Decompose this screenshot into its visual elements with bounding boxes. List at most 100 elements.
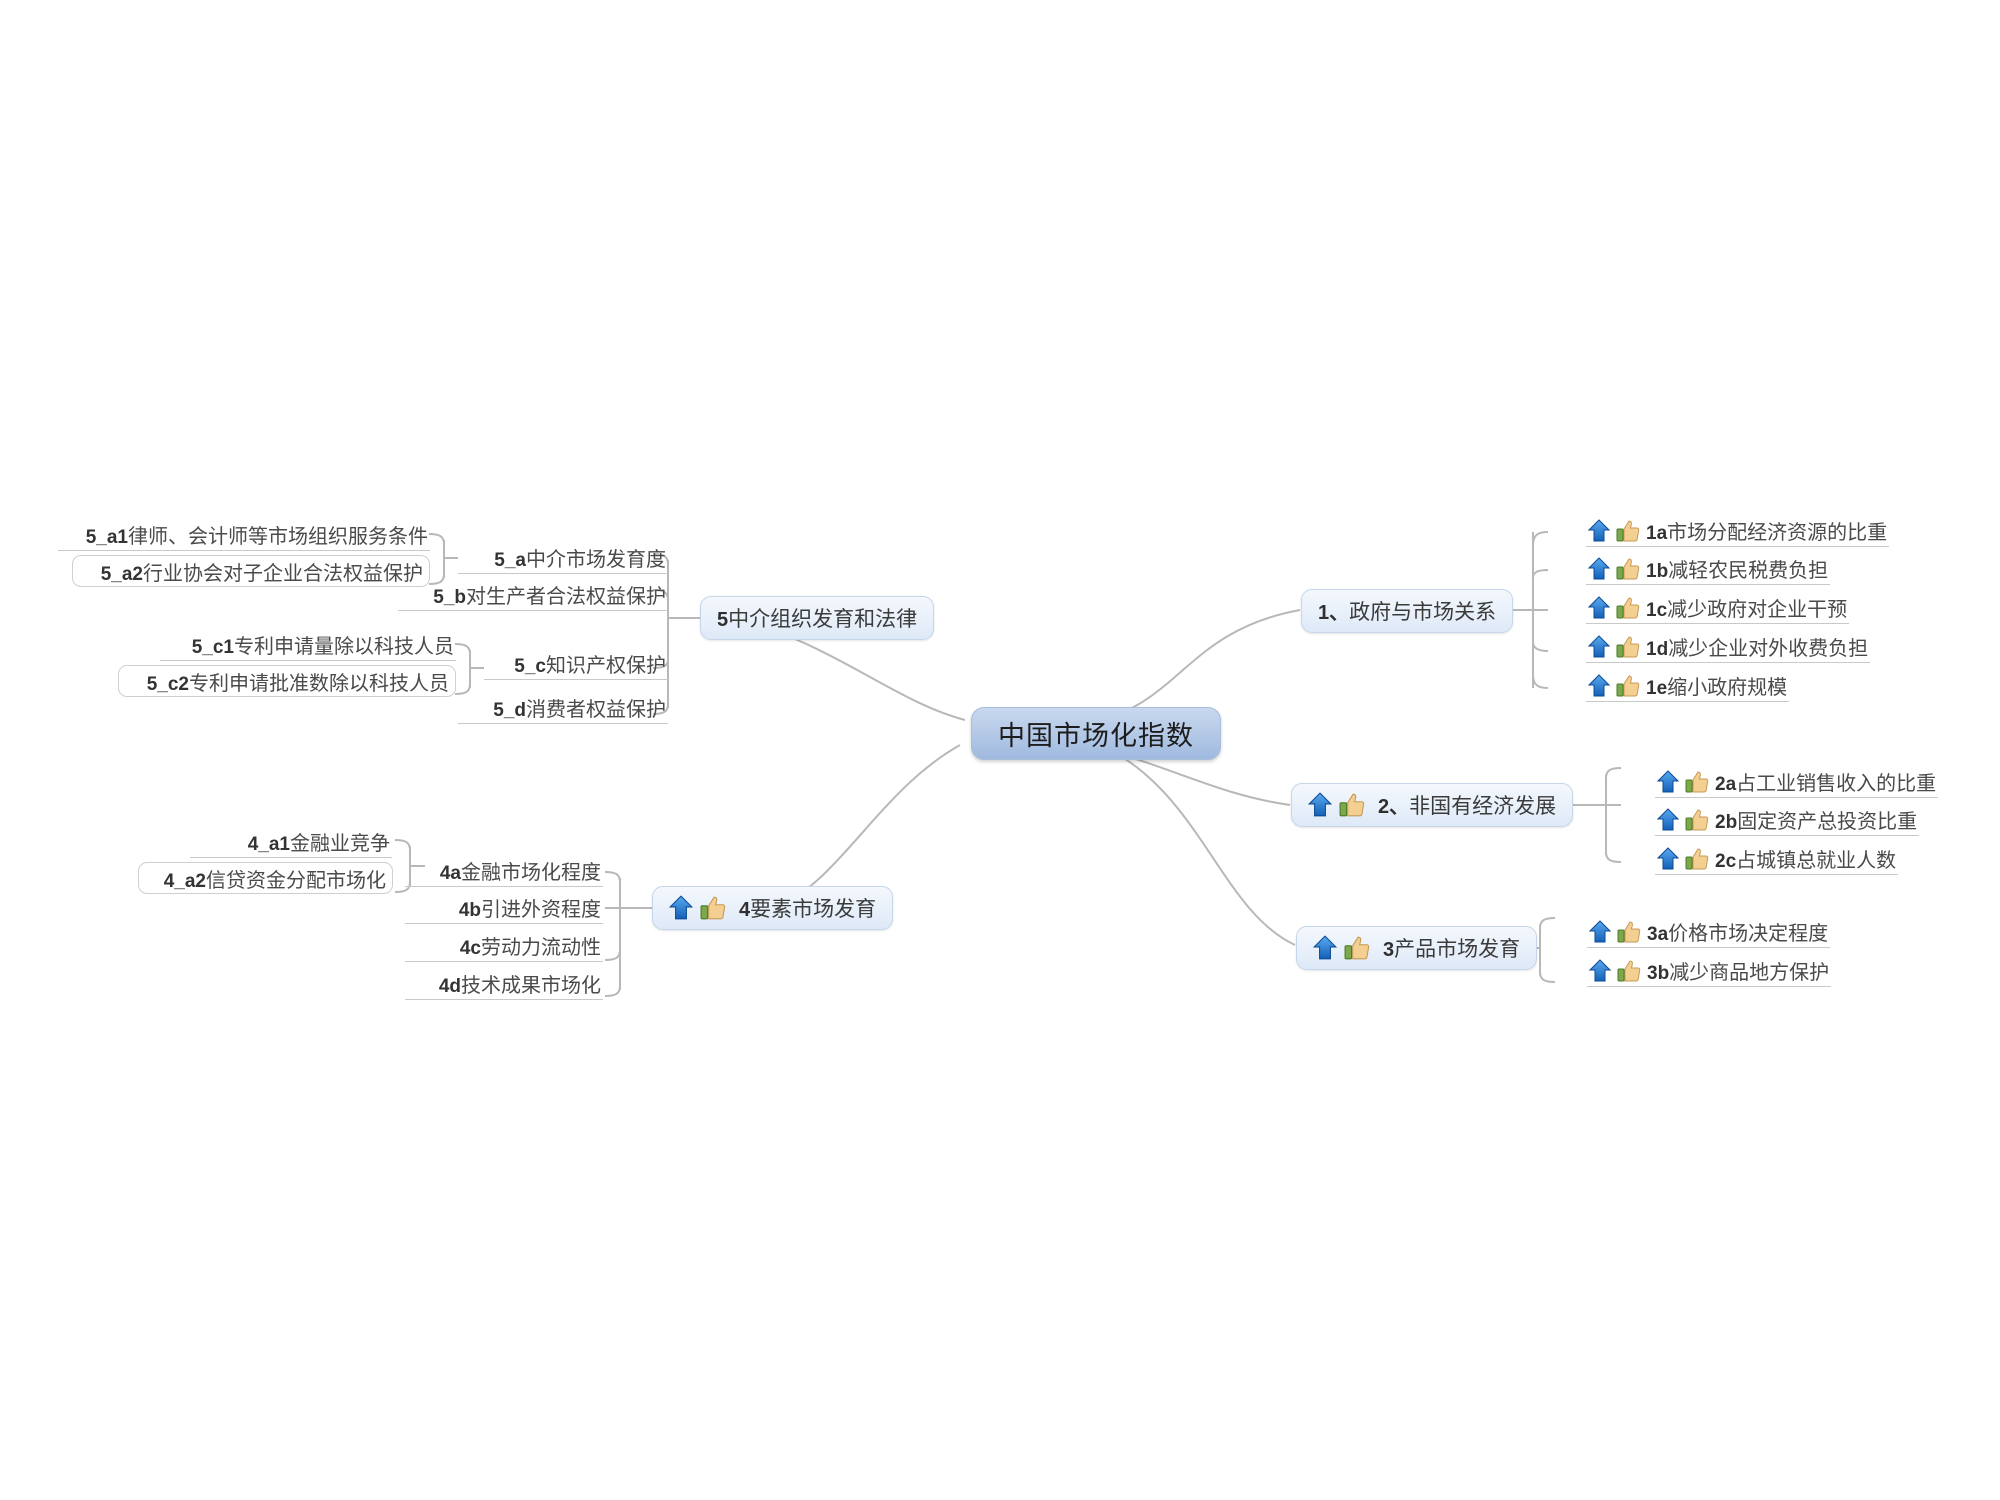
branch-node-5[interactable]: 5中介组织发育和法律 [700,596,935,640]
leaf-4d[interactable]: 4d技术成果市场化 [405,970,603,1000]
leaf-4a-label: 4a金融市场化程度 [439,860,601,884]
link-5a-c1 [428,533,445,545]
link-root-b4 [779,744,961,906]
link-b1-c2 [1532,569,1549,579]
blue-up-arrow-icon [1313,935,1337,961]
branch-1-text: 政府与市场关系 [1349,600,1497,624]
root-node[interactable]: 中国市场化指数 [971,707,1221,760]
leaf-1c[interactable]: 1c减少政府对企业干预 [1586,594,1850,624]
leaf-5-c[interactable]: 5_c知识产权保护 [484,650,668,680]
leaf-5-b-label: 5_b对生产者合法权益保护 [433,584,666,608]
link-b3-c2 [1539,971,1556,983]
leaf-1e[interactable]: 1e缩小政府规模 [1586,672,1790,702]
leaf-2b[interactable]: 2b固定资产总投资比重 [1655,806,1920,836]
leaf-5-b[interactable]: 5_b对生产者合法权益保护 [398,581,668,611]
leaf-5-c2-label: 5_c2专利申请批准数除以科技人员 [146,670,449,695]
leaf-2b-label: 2b固定资产总投资比重 [1715,809,1918,833]
thumbs-up-icon [1339,792,1365,818]
leaf-5-a[interactable]: 5_a中介市场发育度 [458,544,668,574]
root-label: 中国市场化指数 [998,721,1194,752]
blue-up-arrow-icon [1588,673,1610,698]
leaf-5-a-label: 5_a中介市场发育度 [494,547,666,571]
leaf-2c-label: 2c占城镇总就业人数 [1715,848,1897,872]
branch-2-label: 2、非国有经济发展 [1378,790,1556,820]
branch-node-4[interactable]: 4要素市场发育 [652,886,894,930]
leaf-4-a1-label: 4_a1金融业竞争 [247,831,390,855]
thumbs-up-icon [1617,959,1641,983]
blue-up-arrow-icon [1588,634,1610,659]
link-b4-c1 [604,871,621,883]
thumbs-up-icon [1616,557,1640,581]
leaf-4c[interactable]: 4c劳动力流动性 [405,932,603,962]
thumbs-up-icon [1616,596,1640,620]
link-b1-c4 [1532,641,1549,652]
leaf-1e-label: 1e缩小政府规模 [1646,675,1788,699]
branch-5-text: 中介组织发育和法律 [728,607,918,631]
blue-up-arrow-icon [1588,556,1610,581]
thumbs-up-icon [700,895,726,921]
blue-up-arrow-icon [1657,769,1679,794]
leaf-5-d-label: 5_d消费者权益保护 [493,697,666,721]
link-b4-c4 [604,985,621,997]
branch-4-text: 要素市场发育 [750,897,877,921]
branch-5-num: 5 [717,609,729,631]
branch-4-num: 4 [739,899,751,921]
leaf-3a[interactable]: 3a价格市场决定程度 [1587,918,1831,948]
leaf-1d[interactable]: 1d减少企业对外收费负担 [1586,633,1871,663]
leaf-2a-label: 2a占工业销售收入的比重 [1715,771,1937,795]
branch-3-num: 3 [1383,939,1395,961]
link-b2-c3 [1605,851,1622,863]
leaf-1b-label: 1b减轻农民税费负担 [1646,558,1829,582]
branch-node-3[interactable]: 3产品市场发育 [1296,926,1538,970]
blue-up-arrow-icon [1657,807,1679,832]
branch-4-label: 4要素市场发育 [739,893,876,923]
blue-up-arrow-icon [669,895,693,921]
leaf-1b[interactable]: 1b减轻农民税费负担 [1586,555,1831,585]
branch-node-1[interactable]: 1、政府与市场关系 [1301,589,1514,633]
thumbs-up-icon [1685,808,1709,832]
leaf-2c[interactable]: 2c占城镇总就业人数 [1655,845,1899,875]
leaf-5-a2[interactable]: 5_a2行业协会对子企业合法权益保护 [72,555,430,587]
leaf-3b[interactable]: 3b减少商品地方保护 [1587,957,1832,987]
thumbs-up-icon [1344,935,1370,961]
leaf-4-a1[interactable]: 4_a1金融业竞争 [190,828,392,858]
branch-5-label: 5中介组织发育和法律 [717,603,917,633]
leaf-4c-label: 4c劳动力流动性 [459,935,601,959]
leaf-4-a2[interactable]: 4_a2信贷资金分配市场化 [138,862,393,894]
leaf-4-a2-label: 4_a2信贷资金分配市场化 [163,867,386,892]
blue-up-arrow-icon [1589,958,1611,983]
leaf-5-a1[interactable]: 5_a1律师、会计师等市场组织服务条件 [58,521,430,551]
leaf-4a[interactable]: 4a金融市场化程度 [405,857,603,887]
thumbs-up-icon [1616,635,1640,659]
link-b4-c3 [604,949,621,961]
leaf-5-d[interactable]: 5_d消费者权益保护 [458,694,668,724]
thumbs-up-icon [1685,770,1709,794]
link-root-b3 [1099,744,1296,946]
link-b2-c1 [1605,767,1622,779]
blue-up-arrow-icon [1588,595,1610,620]
blue-up-arrow-icon [1588,518,1610,543]
leaf-5-c2[interactable]: 5_c2专利申请批准数除以科技人员 [118,665,456,697]
blue-up-arrow-icon [1308,792,1332,818]
leaf-4b[interactable]: 4b引进外资程度 [405,894,603,924]
link-b1-c5 [1532,674,1549,689]
branch-1-num: 1、 [1318,602,1350,624]
leaf-5-c1[interactable]: 5_c1专利申请量除以科技人员 [160,631,456,661]
branch-node-2[interactable]: 2、非国有经济发展 [1291,783,1574,827]
blue-up-arrow-icon [1589,919,1611,944]
leaf-4b-label: 4b引进外资程度 [458,897,601,921]
leaf-1a[interactable]: 1a市场分配经济资源的比重 [1586,517,1890,547]
thumbs-up-icon [1617,920,1641,944]
blue-up-arrow-icon [1657,846,1679,871]
link-4a-c1 [394,839,411,851]
link-5c-c2 [454,683,471,695]
leaf-3b-label: 3b减少商品地方保护 [1647,960,1830,984]
branch-3-text: 产品市场发育 [1394,937,1521,961]
leaf-1c-label: 1c减少政府对企业干预 [1646,597,1848,621]
leaf-5-c1-label: 5_c1专利申请量除以科技人员 [191,634,454,658]
thumbs-up-icon [1616,519,1640,543]
branch-2-num: 2、 [1378,796,1410,818]
branch-1-label: 1、政府与市场关系 [1318,596,1496,626]
leaf-1a-label: 1a市场分配经济资源的比重 [1646,520,1888,544]
leaf-2a[interactable]: 2a占工业销售收入的比重 [1655,768,1939,798]
